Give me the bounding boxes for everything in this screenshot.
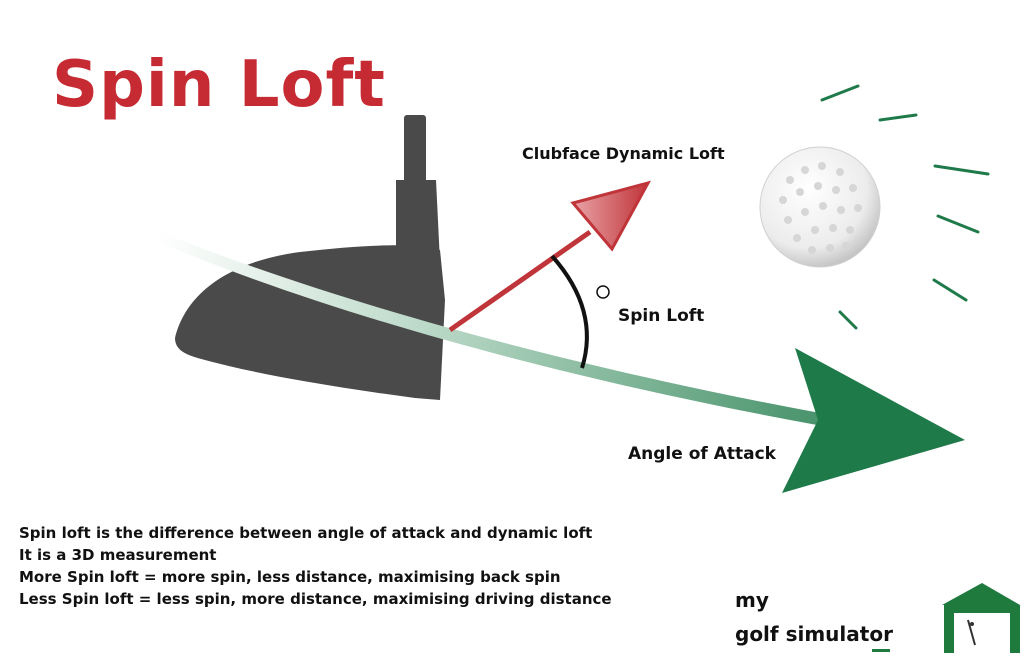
angle-of-attack-label: Angle of Attack [628,444,776,464]
notes-list: Spin loft is the difference between angl… [19,522,612,610]
angle-of-attack-arrow [158,232,965,493]
spin-loft-arc [550,254,589,369]
note-item: It is a 3D measurement [19,546,217,564]
logo-text-line2: golf simulator [735,622,893,646]
note-item: Less Spin loft = less spin, more distanc… [19,590,612,608]
note-item: More Spin loft = more spin, less distanc… [19,568,561,586]
club-head-icon [175,115,445,400]
degree-symbol [596,285,610,299]
dynamic-loft-label: Clubface Dynamic Loft [522,144,725,163]
dynamic-loft-arrow [448,180,651,333]
golf-ball-icon [759,146,881,268]
note-item: Spin loft is the difference between angl… [19,524,593,542]
page-title: Spin Loft [52,48,386,122]
motion-lines [820,84,990,330]
spin-loft-label: Spin Loft [618,306,705,326]
garage-logo-icon [872,583,1020,653]
logo-text-line1: my [735,588,769,612]
